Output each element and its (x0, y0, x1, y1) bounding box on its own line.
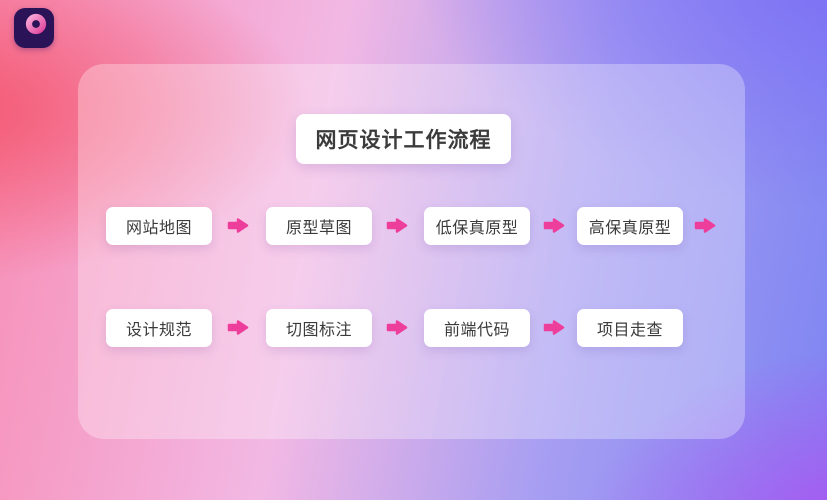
flow-arrow-icon (543, 218, 565, 233)
flow-arrow-trailing-icon (694, 218, 716, 233)
step-box-design-spec: 设计规范 (106, 309, 212, 347)
step-box-site-map: 网站地图 (106, 207, 212, 245)
flow-arrow-icon (227, 218, 249, 233)
app-logo (14, 8, 54, 48)
flow-arrow-icon (386, 320, 408, 335)
step-box-slicing-annotation: 切图标注 (266, 309, 372, 347)
step-box-project-review: 项目走查 (577, 309, 683, 347)
flow-arrow-icon (386, 218, 408, 233)
step-box-prototype-sketch: 原型草图 (266, 207, 372, 245)
flow-arrow-icon (543, 320, 565, 335)
flowchart-title-box: 网页设计工作流程 (296, 114, 511, 164)
flow-arrow-icon (227, 320, 249, 335)
flowchart-title: 网页设计工作流程 (315, 129, 492, 152)
step-box-high-fidelity-prototype: 高保真原型 (577, 207, 683, 245)
step-box-low-fidelity-prototype: 低保真原型 (424, 207, 530, 245)
p-logo-icon (23, 13, 47, 42)
step-box-frontend-code: 前端代码 (424, 309, 530, 347)
